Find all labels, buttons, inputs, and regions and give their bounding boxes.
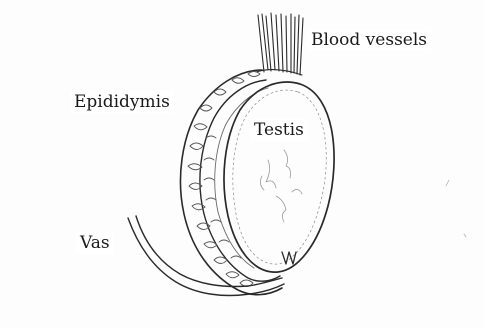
vas-drawing [128, 216, 284, 296]
label-blood-vessels: Blood vessels [307, 29, 431, 51]
label-testis: Testis [250, 119, 308, 141]
label-epididymis: Epididymis [70, 91, 174, 113]
epididymis-drawing [180, 70, 282, 295]
label-vas: Vas [76, 232, 114, 254]
blood-vessels-drawing [256, 13, 303, 75]
testis-drawing [224, 82, 334, 272]
